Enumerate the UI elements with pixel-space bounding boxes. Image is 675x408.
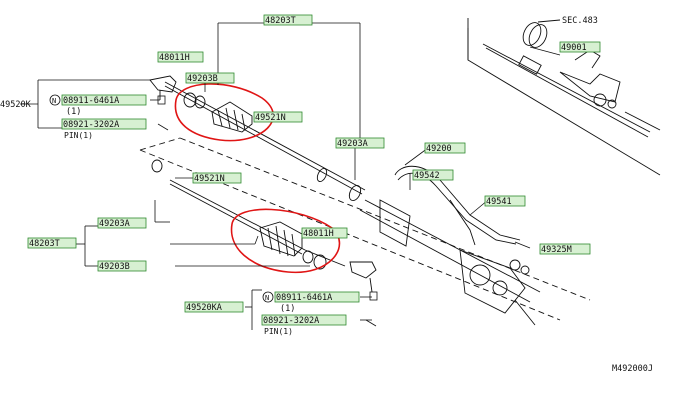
label-49203A-right[interactable]: 49203A xyxy=(337,139,368,149)
label-08921-bot[interactable]: 08921-3202A xyxy=(263,316,319,326)
label-48203T-top[interactable]: 48203T xyxy=(265,16,296,26)
label-08921-top[interactable]: 08921-3202A xyxy=(63,120,119,130)
pin-bot: PIN(1) xyxy=(264,327,293,336)
highlight-upper xyxy=(174,83,275,142)
n-marker-top: N xyxy=(52,97,56,105)
fasteners xyxy=(157,95,378,327)
highlight-lower xyxy=(230,208,341,274)
highlight-circles xyxy=(174,83,341,274)
figure-id-label: M492000J xyxy=(612,364,653,374)
label-49001[interactable]: 49001 xyxy=(561,43,587,53)
sec-ref-label[interactable]: SEC.483 xyxy=(562,16,598,26)
inset-view xyxy=(467,18,661,176)
label-49203A-left[interactable]: 49203A xyxy=(99,219,130,229)
leader-lines xyxy=(20,22,561,330)
rack-housing xyxy=(139,75,591,326)
label-49521N-top[interactable]: 49521N xyxy=(255,113,286,123)
label-49520K[interactable]: 49520K xyxy=(0,100,32,110)
label-49203B-top[interactable]: 49203B xyxy=(187,74,218,84)
n-marker-bot: N xyxy=(265,294,269,302)
label-49520KA[interactable]: 49520KA xyxy=(186,303,222,313)
part-labels: SEC.483 M492000J 48203T 48011H 49203B 49… xyxy=(0,14,653,374)
label-49325M[interactable]: 49325M xyxy=(541,245,572,255)
pin-top: PIN(1) xyxy=(64,131,93,140)
label-48011H-top[interactable]: 48011H xyxy=(159,53,190,63)
label-48011H-mid[interactable]: 48011H xyxy=(303,229,334,239)
label-48203T-left[interactable]: 48203T xyxy=(29,239,60,249)
label-08911-bot[interactable]: 08911-6461A xyxy=(276,293,332,303)
qty-bot: (1) xyxy=(280,304,295,314)
label-49521N-mid[interactable]: 49521N xyxy=(194,174,225,184)
qty-top: (1) xyxy=(66,107,81,117)
label-49200[interactable]: 49200 xyxy=(426,144,452,154)
label-49542[interactable]: 49542 xyxy=(414,171,440,181)
label-08911-top[interactable]: 08911-6461A xyxy=(63,96,119,106)
label-49541[interactable]: 49541 xyxy=(486,197,512,207)
label-49203B-left[interactable]: 49203B xyxy=(99,262,130,272)
